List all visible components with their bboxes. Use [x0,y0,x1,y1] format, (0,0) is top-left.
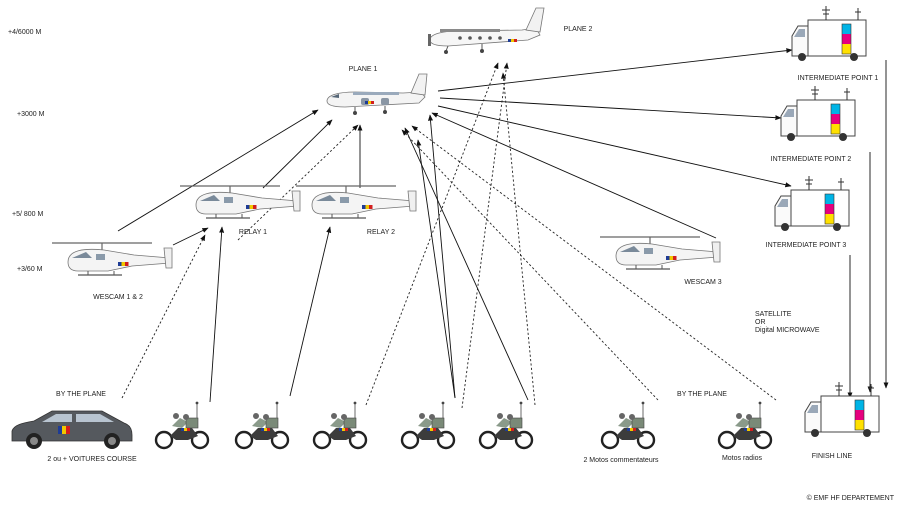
altitude-label-3000: +3000 M [17,111,45,118]
moto-commentator [600,400,656,450]
wescam-1-2-label: WESCAM 1 & 2 [93,294,143,301]
intermediate-point-2-label: INTERMEDIATE POINT 2 [771,156,852,163]
helicopter-relay-2 [295,185,417,219]
van-intermediate-point-3 [774,175,850,232]
microwave-label: Digital MICROWAVE [755,327,820,334]
moto-radio [717,400,773,450]
relay-1-label: RELAY 1 [239,229,267,236]
moto-1 [154,400,210,450]
credit-label: © EMF HF DEPARTEMENT [807,494,895,502]
altitude-label-high: +4/6000 M [8,29,41,36]
van-intermediate-point-2 [780,85,856,142]
van-finish-line [804,381,880,438]
race-cars-label: 2 ou + VOITURES COURSE [47,456,137,463]
moto-4 [400,400,456,450]
satellite-label: SATELLITE [755,311,792,318]
wescam-3-label: WESCAM 3 [684,279,721,286]
van-intermediate-point-1 [791,5,867,62]
motos-commentateurs-label: 2 Motos commentateurs [583,457,659,464]
moto-5 [478,400,534,450]
relay-2-label: RELAY 2 [367,229,395,236]
intermediate-point-1-label: INTERMEDIATE POINT 1 [798,75,879,82]
moto-2 [234,400,290,450]
helicopter-wescam-3 [599,236,721,270]
satellite-or-label: OR [755,319,766,326]
plane-2-label: PLANE 2 [564,26,593,33]
plane-1 [326,73,428,116]
moto-3 [312,400,368,450]
altitude-label-800: +5/ 800 M [12,211,43,218]
plane-2 [427,7,545,55]
solid-links [117,48,889,403]
helicopter-wescam-1-2 [51,242,173,276]
by-the-plane-left-label: BY THE PLANE [56,391,106,398]
motos-radios-label: Motos radios [722,455,763,462]
dotted-links [121,62,777,409]
plane-1-label: PLANE 1 [349,66,378,73]
intermediate-point-3-label: INTERMEDIATE POINT 3 [766,242,847,249]
altitude-label-low: +3/60 M [17,266,43,273]
helicopter-relay-1 [179,185,301,219]
finish-line-label: FINISH LINE [812,453,853,460]
by-the-plane-right-label: BY THE PLANE [677,391,727,398]
race-car [11,410,133,449]
